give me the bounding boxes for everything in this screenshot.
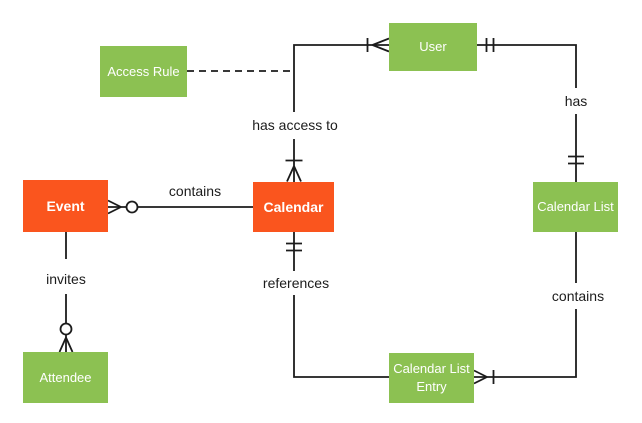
entity-access-rule[interactable]: Access Rule [100,46,187,97]
entity-label: Calendar List Entry [393,361,470,394]
entity-calendar-list[interactable]: Calendar List [533,182,618,232]
crow-foot-many-marker [372,37,390,53]
relationship-line-has [477,38,584,182]
entity-label: Event [46,197,85,214]
entity-label: Calendar List [537,199,614,215]
relationship-label-has: has [562,93,590,109]
connector-line [477,44,577,182]
relationship-line-invites [58,232,74,353]
entity-label: User [419,39,447,55]
relationship-label-invites: invites [44,271,88,287]
relationship-line-contains-entries [473,232,577,385]
one-and-only-one-marker [568,155,584,165]
crow-foot-many-marker [58,337,74,353]
relationship-line-references [286,232,389,378]
one-and-only-one-marker [286,242,302,252]
relationship-line-contains-events [107,199,253,215]
connector-line [474,232,577,378]
relationship-label-contains-events: contains [166,183,224,199]
relationship-label-references: references [260,275,332,291]
entity-label: Access Rule [107,63,180,79]
entity-user[interactable]: User [389,23,477,71]
entity-calendar-list-entry[interactable]: Calendar List Entry [389,353,474,403]
entity-event[interactable]: Event [23,180,108,232]
one-and-only-one-marker [485,38,495,52]
entity-attendee[interactable]: Attendee [23,352,108,403]
relationship-label-has-access-to: has access to [250,117,340,133]
entity-calendar[interactable]: Calendar [253,182,334,232]
zero-circle-marker [125,200,139,214]
entity-label: Attendee [39,369,92,385]
zero-circle-marker [59,322,73,336]
connector-line [293,44,389,182]
entity-label: Calendar [263,198,324,215]
crow-foot-many-marker [286,165,302,182]
crow-foot-many-marker [107,199,122,215]
connector-line [293,232,389,378]
crow-foot-many-marker [473,369,488,385]
relationship-label-contains-entries: contains [549,288,607,304]
relationship-line-has-access-to [285,37,390,182]
